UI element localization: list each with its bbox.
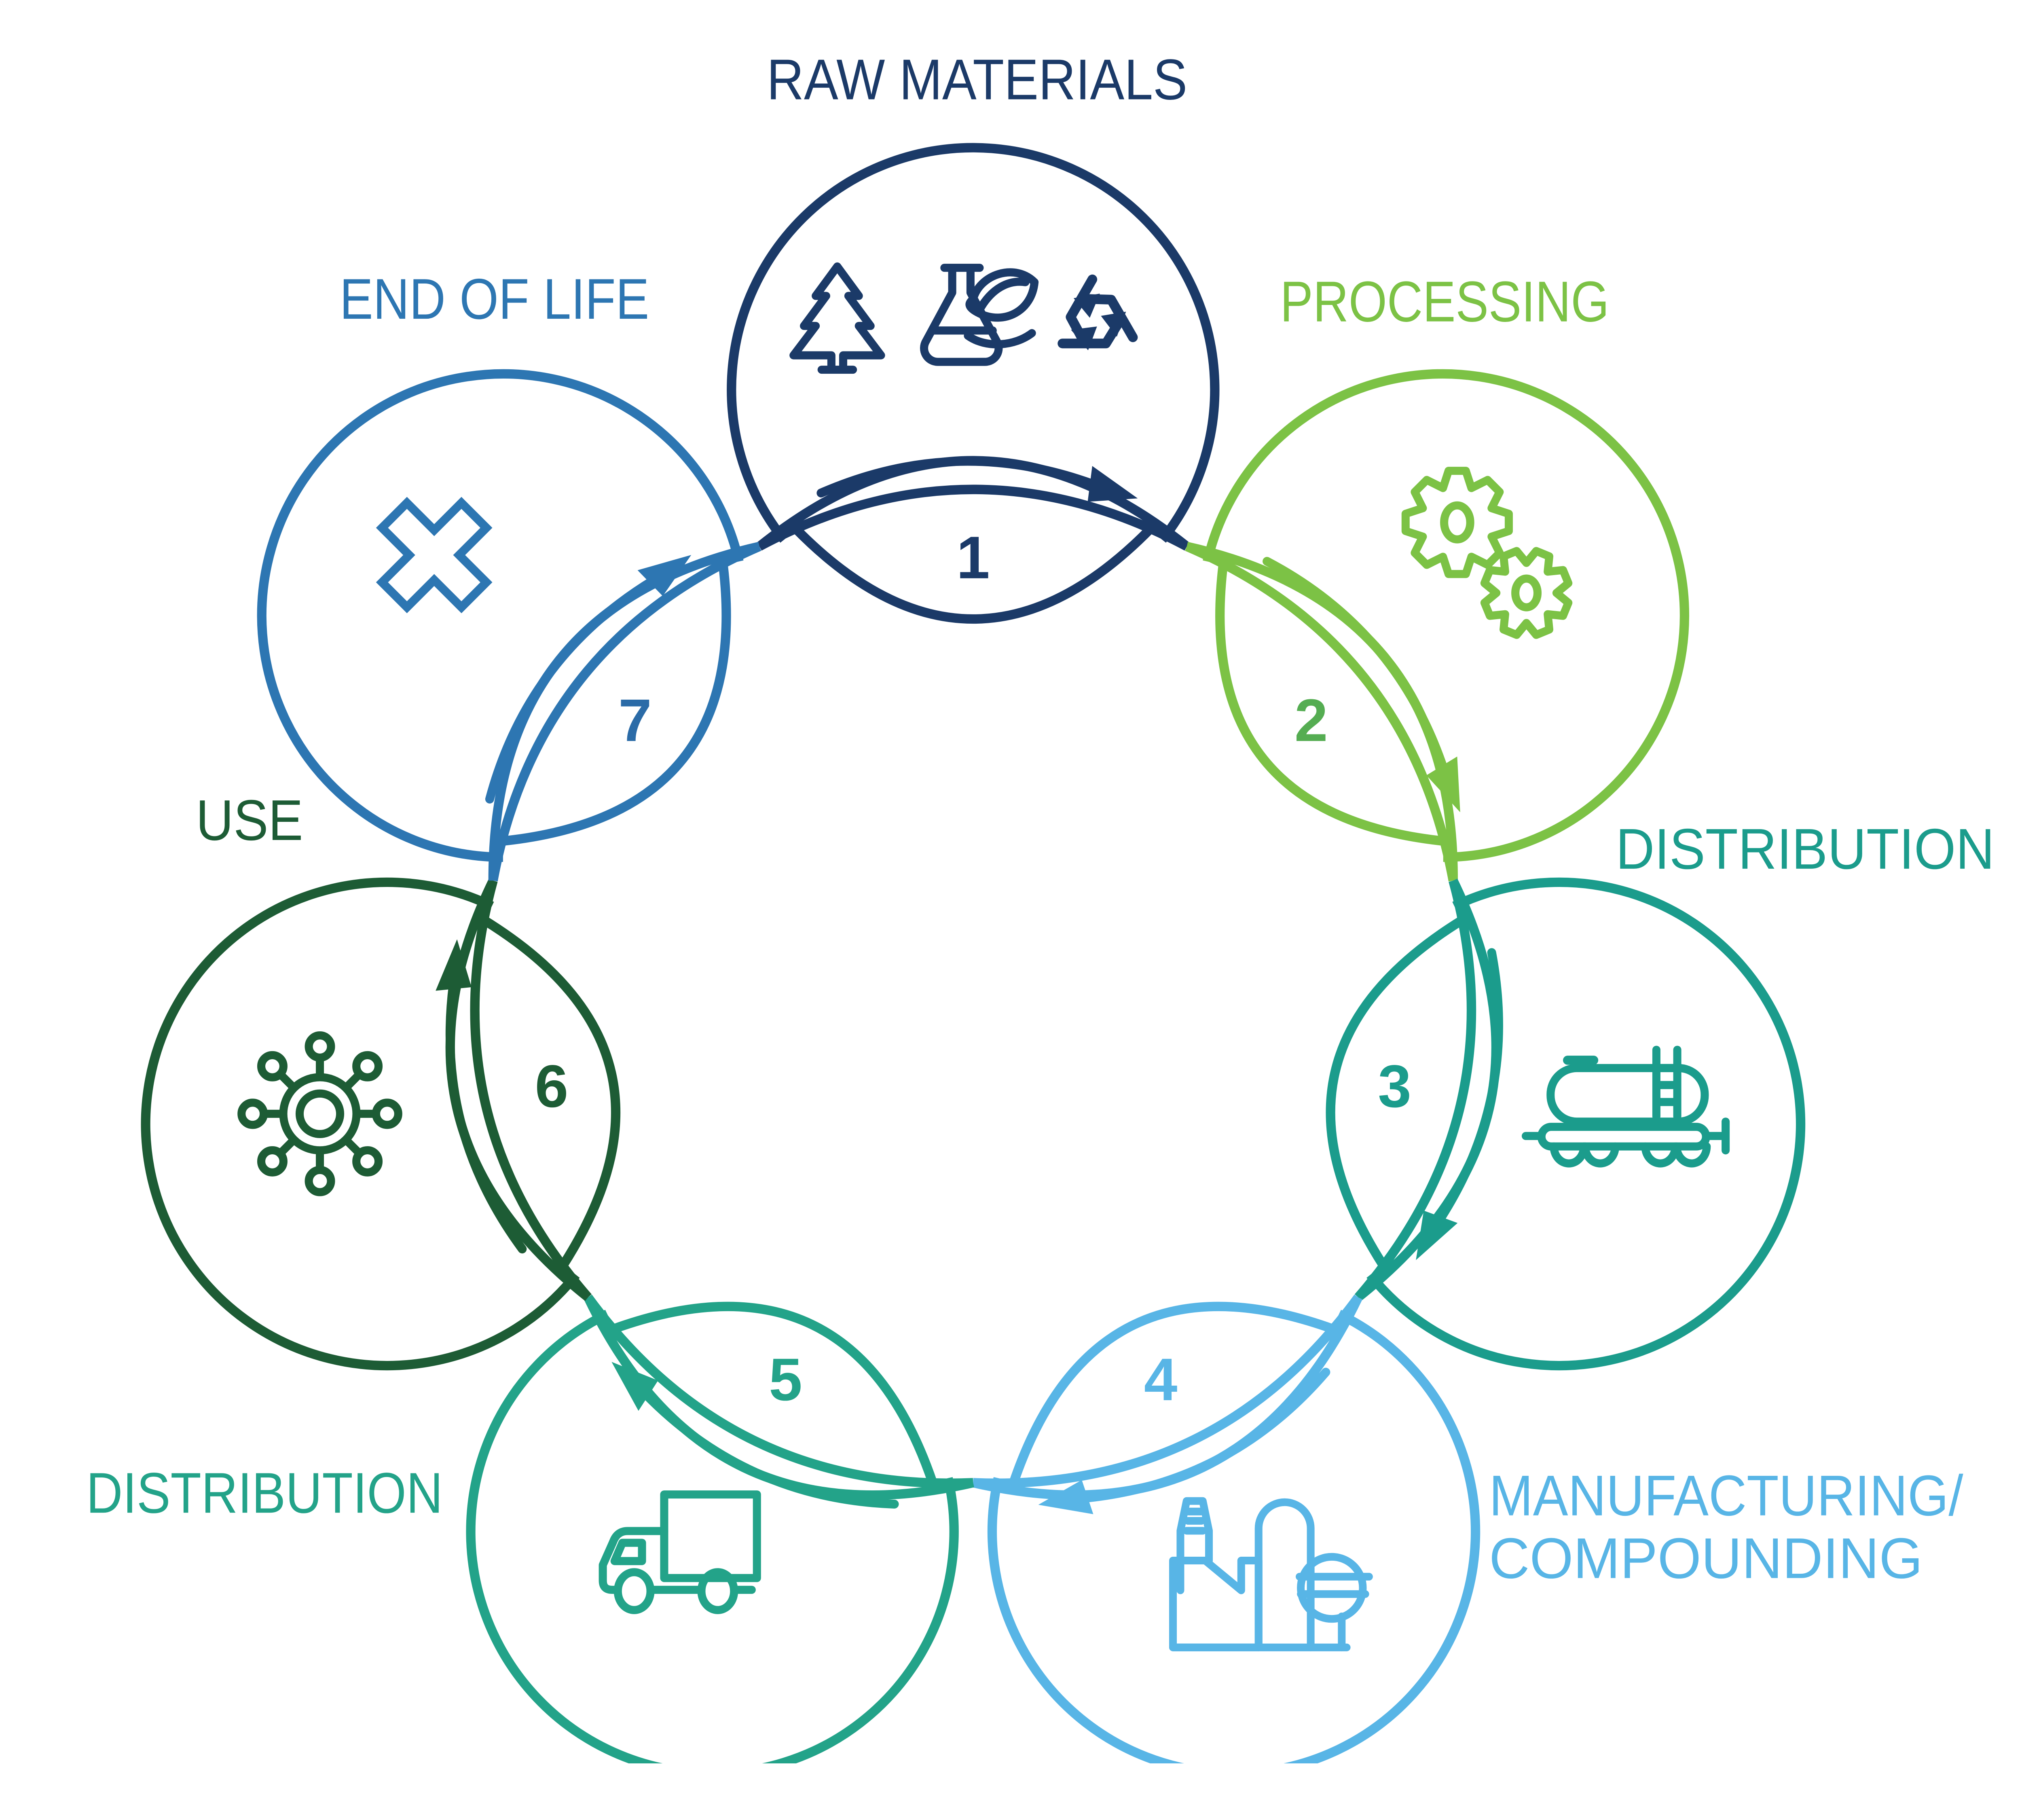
stage-number: 4 bbox=[1144, 1346, 1178, 1413]
stage-circle bbox=[466, 1310, 959, 1764]
stage-raw-materials: 1 RAW MATERIALS bbox=[727, 47, 1220, 624]
stage-circle bbox=[1203, 369, 1690, 862]
stage-number: 6 bbox=[535, 1053, 569, 1120]
lens-inner-arc bbox=[1215, 563, 1445, 846]
molecule-icon bbox=[237, 1031, 402, 1196]
lens-outer-arc bbox=[973, 1294, 1362, 1488]
flow-arrowhead-icon bbox=[1416, 1211, 1458, 1260]
flask-leaves-icon bbox=[920, 264, 1039, 366]
flow-arrowhead-icon bbox=[637, 555, 692, 596]
lens-outer-arc bbox=[470, 879, 592, 1301]
stage-label: END OF LIFE bbox=[340, 267, 649, 331]
stage-circle bbox=[727, 143, 1220, 543]
stage-processing: 2 PROCESSING bbox=[1185, 270, 1690, 882]
flow-arrow-shaft bbox=[445, 980, 527, 1254]
lens-outer-arc bbox=[488, 542, 761, 882]
lifecycle-diagram: 1 RAW MATERIALS bbox=[86, 47, 1995, 1764]
stage-circle bbox=[141, 877, 580, 1371]
flow-arrow-shaft bbox=[1079, 1367, 1330, 1503]
stage-circle bbox=[987, 1310, 1481, 1764]
lens-inner-arc bbox=[501, 563, 731, 846]
truck-icon bbox=[599, 1490, 761, 1614]
tank-car-icon bbox=[1521, 1045, 1730, 1168]
stage-number: 7 bbox=[618, 687, 652, 754]
lens-inner-arc bbox=[1009, 1302, 1335, 1485]
flow-arrow-shaft bbox=[485, 576, 658, 804]
stage-label: MANUFACTURING/ bbox=[1489, 1464, 1963, 1528]
flow-arrow-shaft bbox=[640, 1388, 899, 1509]
flow-arrowhead-icon bbox=[1426, 756, 1460, 813]
lens-inner-arc bbox=[481, 916, 621, 1269]
stage-number: 2 bbox=[1294, 687, 1328, 754]
stage-distribution-bottom: 5 DISTRIBUTION bbox=[86, 1294, 974, 1764]
stage-number: 3 bbox=[1378, 1053, 1411, 1120]
stage-label: USE bbox=[196, 788, 303, 853]
x-mark-icon bbox=[376, 497, 493, 614]
factory-icon bbox=[1169, 1497, 1373, 1651]
lens-inner-arc bbox=[792, 525, 1154, 624]
stage-circle bbox=[257, 369, 744, 862]
lens-outer-arc bbox=[584, 1294, 973, 1488]
flow-arrowhead-icon bbox=[611, 1362, 658, 1411]
pine-tree-icon bbox=[789, 262, 885, 374]
stage-number: 5 bbox=[769, 1346, 802, 1413]
stage-number: 1 bbox=[956, 525, 990, 591]
stage-label: RAW MATERIALS bbox=[767, 47, 1187, 112]
stage-label: DISTRIBUTION bbox=[86, 1461, 443, 1525]
stage-use: 6 USE bbox=[141, 788, 621, 1371]
stage-circle bbox=[1366, 877, 1806, 1371]
lens-outer-arc bbox=[1354, 879, 1476, 1301]
stage-end-of-life: 7 END OF LIFE bbox=[257, 267, 761, 882]
flow-arrow-shaft bbox=[816, 457, 1099, 497]
stage-manufacturing-compounding: 4 MANUFACTURING/COMPOUNDING bbox=[972, 1294, 1963, 1764]
stage-label: PROCESSING bbox=[1280, 270, 1609, 334]
lens-inner-arc bbox=[1326, 916, 1465, 1269]
gears-icon bbox=[1401, 467, 1573, 639]
recycle-icon bbox=[1058, 274, 1138, 351]
stage-label: COMPOUNDING bbox=[1489, 1526, 1923, 1591]
flow-arrow-shaft bbox=[1434, 948, 1503, 1226]
lifecycle-diagram-svg: 1 RAW MATERIALS bbox=[86, 47, 1995, 1764]
lens-outer-arc bbox=[757, 485, 1189, 551]
stage-distribution-right: 3 DISTRIBUTION bbox=[1326, 817, 1995, 1371]
stage-label: DISTRIBUTION bbox=[1616, 817, 1995, 881]
flow-arrowhead-icon bbox=[1038, 1480, 1093, 1514]
flow-arrow-shaft bbox=[1263, 557, 1449, 775]
flow-arrowhead-icon bbox=[1087, 466, 1138, 502]
lens-outer-arc bbox=[1185, 542, 1458, 882]
lens-inner-arc bbox=[611, 1302, 937, 1485]
flow-arrowhead-icon bbox=[436, 939, 472, 991]
